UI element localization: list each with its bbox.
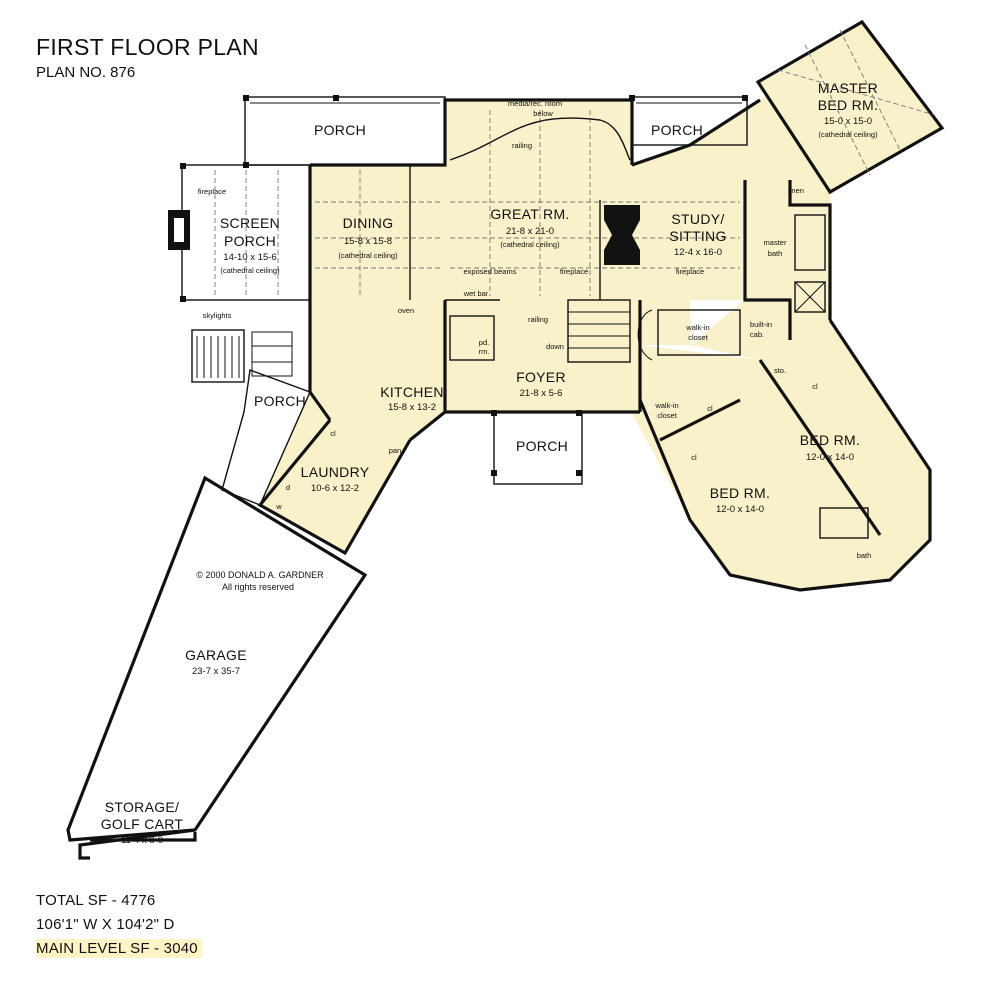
fireplace-screen-note: fireplace xyxy=(198,187,226,196)
media-note-1: media/rec. room xyxy=(508,99,562,108)
cl-bed1-note: cl xyxy=(691,453,697,462)
pan-note: pan. xyxy=(389,446,404,455)
porch-side-label: PORCH xyxy=(254,393,306,409)
main-level-sf: MAIN LEVEL SF - 3040 xyxy=(36,939,202,958)
walk-in-2-note-2: closet xyxy=(657,411,678,420)
built-in-note-2: cab. xyxy=(750,330,764,339)
plan-title: FIRST FLOOR PLAN xyxy=(36,34,259,60)
dining-dims: 15-8 x 15-8 xyxy=(344,236,392,247)
cl-hall-note: cl xyxy=(707,404,713,413)
bath-note: bath xyxy=(857,551,872,560)
screen-porch-note: (cathedral ceiling) xyxy=(220,266,280,275)
walk-in-closet-note-2: closet xyxy=(688,333,709,342)
master-bath-note-1: master xyxy=(764,238,787,247)
room-labels: PORCH PORCH PORCH PORCH SCREEN PORCH 14-… xyxy=(101,80,878,846)
exposed-beams-note: exposed beams xyxy=(464,267,517,276)
screen-porch-label-1: SCREEN xyxy=(220,215,280,231)
walk-in-closet-note-1: walk-in xyxy=(685,323,709,332)
total-sf: TOTAL SF - 4776 xyxy=(36,892,156,909)
garage-dims: 23-7 x 35-7 xyxy=(192,666,240,677)
porch-top-right-label: PORCH xyxy=(651,122,703,138)
pd-rm-note-1: pd. xyxy=(479,338,489,347)
great-rm-dims: 21-8 x 21-0 xyxy=(506,226,554,237)
porch-posts xyxy=(180,95,748,476)
railing-curve xyxy=(449,117,631,161)
screen-porch-label-2: PORCH xyxy=(224,233,276,249)
laundry-fill xyxy=(260,392,410,553)
kitchen-fill xyxy=(310,300,445,440)
washer-note: w xyxy=(275,502,282,511)
skylights-note: skylights xyxy=(203,311,232,320)
storage-label-1: STORAGE/ xyxy=(105,799,180,815)
down-note: down xyxy=(546,342,564,351)
kitchen-dims: 15-8 x 13-2 xyxy=(388,402,436,413)
linen-note: linen xyxy=(788,186,804,195)
bed-rm-2-label: BED RM. xyxy=(800,432,860,448)
cl-bed2-note: cl xyxy=(812,382,818,391)
walk-in-2-note-1: walk-in xyxy=(654,401,678,410)
overall-dimensions: 106'1" W X 104'2" D xyxy=(36,916,175,933)
great-rm-note: (cathedral ceiling) xyxy=(500,240,560,249)
laundry-label: LAUNDRY xyxy=(301,464,370,480)
oven-note: oven xyxy=(398,306,414,315)
storage-dims: 11-4 x 8-0 xyxy=(121,835,163,846)
railing-mid-note: railing xyxy=(528,315,548,324)
storage-label-2: GOLF CART xyxy=(101,816,184,832)
laundry-dims: 10-6 x 12-2 xyxy=(311,483,359,494)
media-note-2: below xyxy=(533,109,553,118)
screen-porch-dims: 14-10 x 15-6 xyxy=(223,252,276,263)
fireplace-study-note: fireplace xyxy=(676,267,704,276)
master-bath-note-2: bath xyxy=(768,249,783,258)
bedroom-wing-fill xyxy=(630,320,930,590)
garage-label: GARAGE xyxy=(185,647,247,663)
wet-bar-note: wet bar xyxy=(463,289,489,298)
great-room-fireplace xyxy=(604,205,640,265)
fireplaces xyxy=(168,205,640,265)
master-bed-dims: 15-0 x 15-0 xyxy=(824,116,872,127)
floor-fills xyxy=(260,22,942,590)
plan-number: PLAN NO. 876 xyxy=(36,64,136,81)
study-label-2: SITTING xyxy=(669,228,726,244)
master-bed-label-1: MASTER xyxy=(818,80,878,96)
built-in-note-1: built-in xyxy=(750,320,772,329)
walls xyxy=(66,19,945,860)
dryer-note: d xyxy=(286,483,290,492)
copyright-line-1: © 2000 DONALD A. GARDNER xyxy=(196,570,324,580)
bed-rm-1-dims: 12-0 x 14-0 xyxy=(716,504,764,515)
cl-kitchen-note: cl xyxy=(330,429,336,438)
foyer-label: FOYER xyxy=(516,369,566,385)
kitchen-label: KITCHEN xyxy=(380,384,444,400)
copyright-line-2: All rights reserved xyxy=(222,582,294,592)
bed-rm-2-dims: 12-0 x 14-0 xyxy=(806,452,854,463)
pd-rm-note-2: rm. xyxy=(479,347,490,356)
sto-note: sto. xyxy=(774,366,786,375)
master-bed-note: (cathedral ceiling) xyxy=(818,130,878,139)
porch-front-label: PORCH xyxy=(516,438,568,454)
dining-note: (cathedral ceiling) xyxy=(338,251,398,260)
plan-notes: media/rec. room below railing fireplace … xyxy=(196,99,871,592)
fireplace-great-note: fireplace xyxy=(560,267,588,276)
dining-label: DINING xyxy=(343,215,394,231)
great-rm-label: GREAT RM. xyxy=(490,206,569,222)
ceiling-beams xyxy=(315,29,936,296)
master-bed-label-2: BED RM. xyxy=(818,97,878,113)
railing-top-note: railing xyxy=(512,141,532,150)
foyer-dims: 21-8 x 5-6 xyxy=(520,388,563,399)
study-label-1: STUDY/ xyxy=(671,211,724,227)
study-dims: 12-4 x 16-0 xyxy=(674,247,722,258)
porch-top-left-label: PORCH xyxy=(314,122,366,138)
bed-rm-1-label: BED RM. xyxy=(710,485,770,501)
